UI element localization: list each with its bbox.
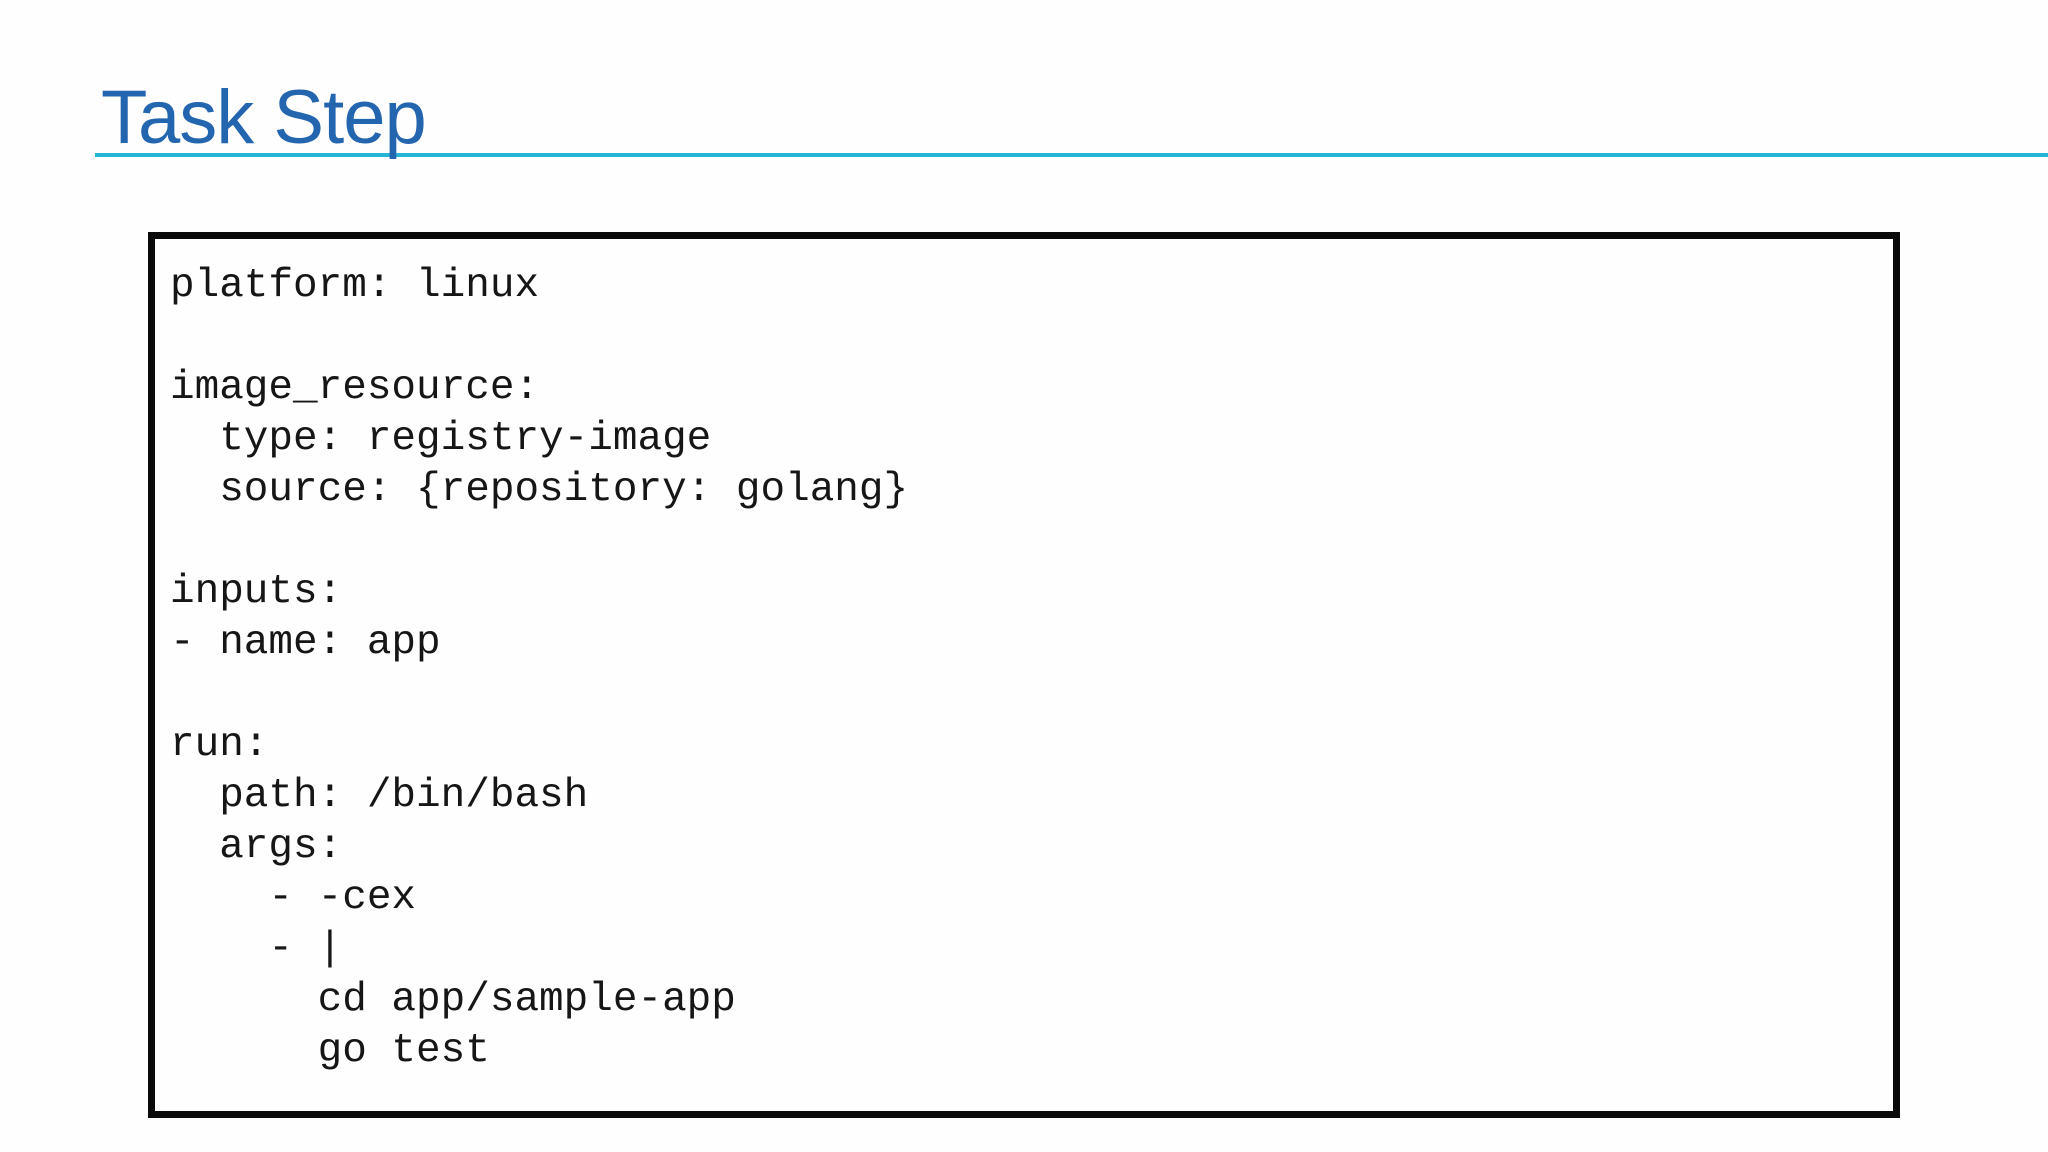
page-title: Task Step — [101, 75, 427, 160]
code-panel: platform: linux image_resource: type: re… — [148, 232, 1900, 1118]
title-underline-rule — [95, 153, 2048, 157]
yaml-code-block: platform: linux image_resource: type: re… — [170, 263, 909, 1074]
